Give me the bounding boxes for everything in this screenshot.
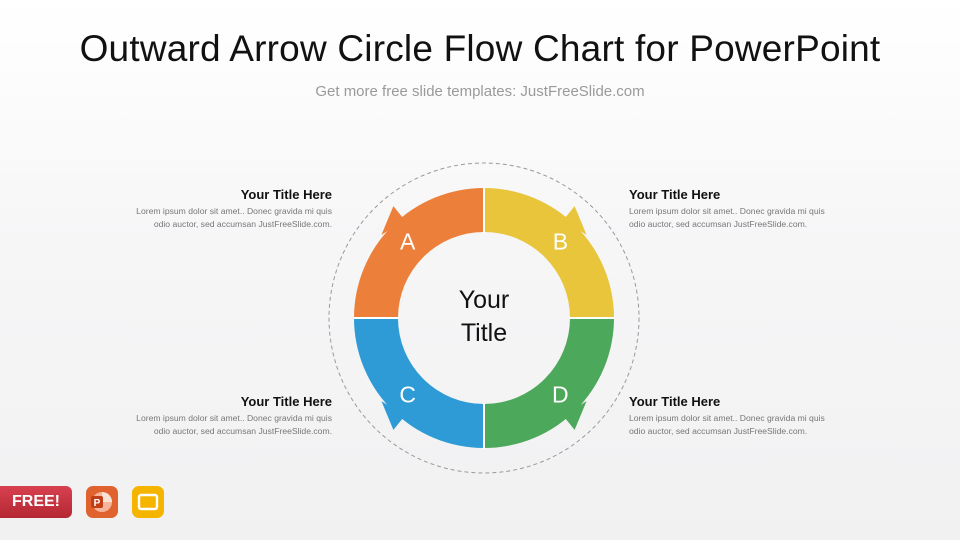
text-block-b: Your Title Here Lorem ipsum dolor sit am… bbox=[629, 187, 859, 231]
center-title-line-1: Your bbox=[459, 286, 510, 314]
text-block-d: Your Title Here Lorem ipsum dolor sit am… bbox=[629, 394, 859, 438]
text-block-c: Your Title Here Lorem ipsum dolor sit am… bbox=[102, 394, 332, 438]
block-heading: Your Title Here bbox=[629, 187, 721, 202]
arrow-head-d bbox=[563, 401, 587, 430]
block-body-line: odio auctor, sed accumsan JustFreeSlide.… bbox=[153, 426, 332, 436]
arrow-head-c bbox=[381, 401, 405, 430]
page-title: Outward Arrow Circle Flow Chart for Powe… bbox=[79, 28, 881, 69]
block-body-line: odio auctor, sed accumsan JustFreeSlide.… bbox=[153, 219, 332, 229]
segment-letter-c: C bbox=[399, 381, 416, 407]
ring-segment-b bbox=[484, 188, 614, 318]
block-heading: Your Title Here bbox=[240, 394, 332, 409]
block-body-line: Lorem ipsum dolor sit amet.. Donec gravi… bbox=[136, 206, 332, 216]
segment-letter-b: B bbox=[553, 229, 568, 255]
ring-segment-d bbox=[484, 318, 614, 448]
segment-letter-d: D bbox=[552, 381, 569, 407]
ring-segment-a bbox=[354, 188, 484, 318]
block-heading: Your Title Here bbox=[240, 187, 332, 202]
powerpoint-icon: P bbox=[86, 486, 118, 518]
free-badge: FREE! bbox=[0, 486, 72, 518]
arrow-head-a bbox=[381, 206, 405, 235]
google-slides-icon bbox=[132, 486, 164, 518]
arrow-head-b bbox=[563, 206, 587, 235]
block-body-line: odio auctor, sed accumsan JustFreeSlide.… bbox=[629, 219, 808, 229]
block-body-line: odio auctor, sed accumsan JustFreeSlide.… bbox=[629, 426, 808, 436]
ring-segment-c bbox=[354, 318, 484, 448]
dashed-outer-ring bbox=[328, 162, 640, 474]
block-heading: Your Title Here bbox=[629, 394, 721, 409]
block-body-line: Lorem ipsum dolor sit amet.. Donec gravi… bbox=[629, 413, 825, 423]
text-block-a: Your Title Here Lorem ipsum dolor sit am… bbox=[102, 187, 332, 231]
block-body-line: Lorem ipsum dolor sit amet.. Donec gravi… bbox=[629, 206, 825, 216]
page-subtitle: Get more free slide templates: JustFreeS… bbox=[315, 83, 645, 100]
svg-text:P: P bbox=[94, 498, 101, 509]
segment-letter-a: A bbox=[400, 229, 416, 255]
center-title-line-2: Title bbox=[461, 319, 507, 347]
block-body-line: Lorem ipsum dolor sit amet.. Donec gravi… bbox=[136, 413, 332, 423]
